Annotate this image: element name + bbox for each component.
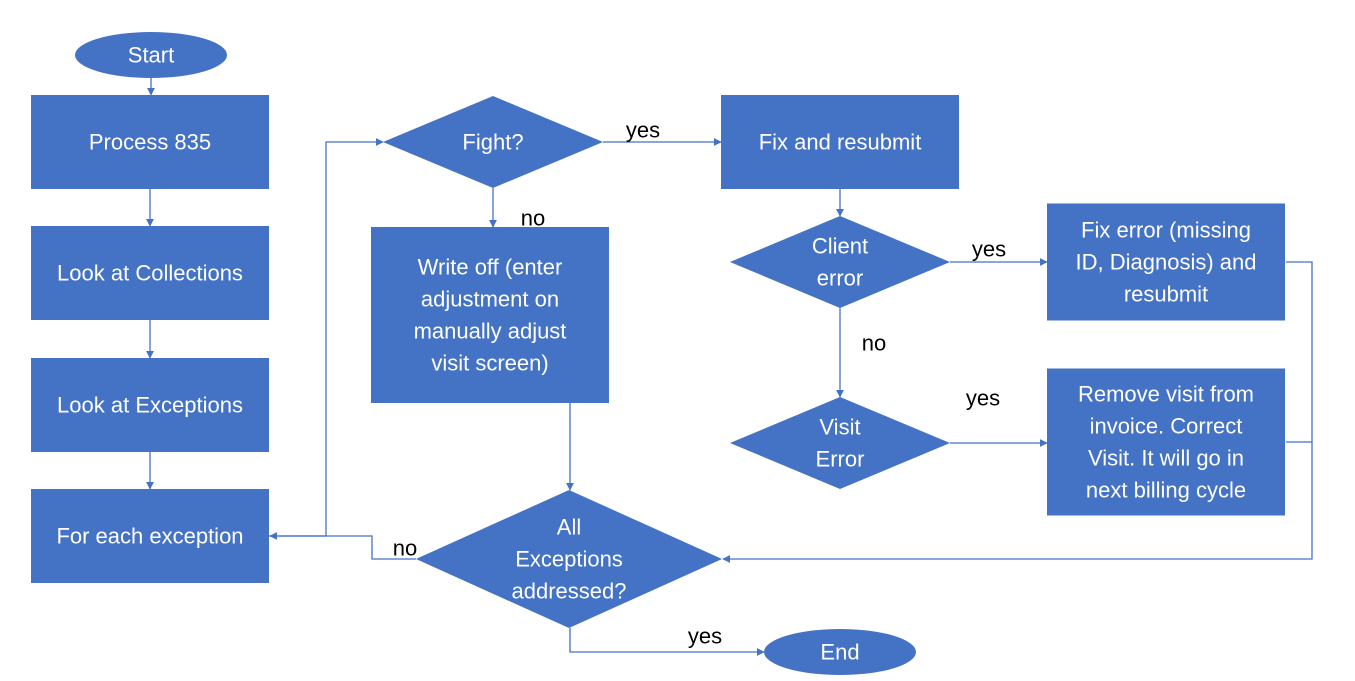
node-collections: Look at Collections xyxy=(31,226,269,320)
rectangle-shape xyxy=(31,358,269,452)
node-removevisit: Remove visit from invoice. CorrectVisit. … xyxy=(1047,368,1285,516)
node-label: next billing cycle xyxy=(1086,478,1246,503)
node-label: Fix error (missing xyxy=(1081,218,1251,243)
node-label: Fix and resubmit xyxy=(759,130,922,155)
edge-fixerror-alldone xyxy=(722,261,1313,563)
node-start: Start xyxy=(75,32,227,78)
node-fight: Fight? xyxy=(383,96,603,188)
node-label: End xyxy=(820,640,859,665)
node-clienterror: Client error xyxy=(730,216,950,308)
node-label: Look at Collections xyxy=(57,261,243,286)
edge-label-client-fixerror: yes xyxy=(972,237,1006,262)
node-label: visit screen) xyxy=(431,351,548,376)
edge-label-alldone-foreach: no xyxy=(393,536,417,561)
rectangle-shape xyxy=(371,227,609,403)
rectangle-shape xyxy=(1047,368,1285,516)
diamond-shape xyxy=(730,397,950,489)
edge-alldone-foreach xyxy=(269,532,416,560)
node-label: Start xyxy=(128,43,174,68)
ellipse-shape xyxy=(75,32,227,78)
node-fixresubmit: Fix and resubmit xyxy=(721,95,959,189)
node-end: End xyxy=(764,629,916,675)
rectangle-shape xyxy=(31,489,269,583)
diamond-shape xyxy=(416,490,722,628)
edge-label-fight-fixresubmit: yes xyxy=(626,118,660,143)
rectangle-shape xyxy=(721,95,959,189)
node-exceptions: Look at Exceptions xyxy=(31,358,269,452)
node-label: Client xyxy=(812,234,868,259)
rectangle-shape xyxy=(31,95,269,189)
node-foreach: For each exception xyxy=(31,489,269,583)
node-label: Process 835 xyxy=(89,130,211,155)
edge-alldone-end xyxy=(569,628,765,656)
node-label: Write off (enter xyxy=(418,255,563,280)
node-label: Remove visit from xyxy=(1078,382,1254,407)
node-process835: Process 835 xyxy=(31,95,269,189)
rectangle-shape xyxy=(31,226,269,320)
edge-label-alldone-end: yes xyxy=(688,624,722,649)
node-writeoff: Write off (enter adjustment on manually ad… xyxy=(371,227,609,403)
node-label: Visit xyxy=(819,415,860,440)
node-label: All xyxy=(557,515,581,540)
node-label: addressed? xyxy=(512,579,627,604)
rectangle-shape xyxy=(1047,203,1285,321)
node-label: For each exception xyxy=(56,524,243,549)
node-label: Error xyxy=(816,447,865,472)
diamond-shape xyxy=(730,216,950,308)
node-label: Visit. It will go in xyxy=(1088,446,1244,471)
node-label: ID, Diagnosis) and xyxy=(1076,250,1257,275)
node-label: error xyxy=(817,266,863,291)
edges xyxy=(146,78,1313,656)
node-label: Look at Exceptions xyxy=(57,393,243,418)
diamond-shape xyxy=(383,96,603,188)
edge-label-visit-remove: yes xyxy=(966,386,1000,411)
node-label: Exceptions xyxy=(515,547,623,572)
node-label: invoice. Correct xyxy=(1090,414,1243,439)
ellipse-shape xyxy=(764,629,916,675)
edge-foreach-fight xyxy=(269,138,384,537)
node-label: resubmit xyxy=(1124,282,1208,307)
edge-label-fight-writeoff: no xyxy=(521,206,545,231)
edge-label-client-visit: no xyxy=(862,331,886,356)
node-label: Fight? xyxy=(462,130,523,155)
edge-labels: yes no no yes yes no yes xyxy=(393,118,1006,649)
node-label: manually adjust xyxy=(414,319,567,344)
node-label: adjustment on xyxy=(421,287,559,312)
